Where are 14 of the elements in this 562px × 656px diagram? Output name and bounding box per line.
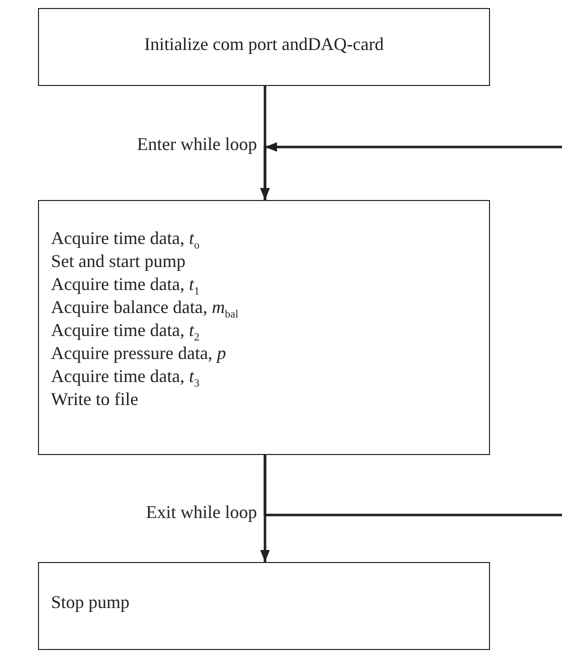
arrow — [260, 142, 562, 200]
step-text: Acquire time data, t$_{3}$ — [51, 365, 200, 388]
process-box — [38, 562, 490, 650]
step-text: Acquire time data, t$_{2}$ — [51, 319, 200, 342]
step-text: Set and start pump — [51, 250, 186, 273]
step-text: Write to file — [51, 388, 138, 411]
step-text: Stop pump — [51, 591, 130, 614]
step-text: Acquire balance data, m$_{bal}$ — [51, 296, 238, 319]
step-text: Initialize com port andDAQ-card — [144, 33, 384, 56]
step-text: Acquire pressure data, p — [51, 342, 226, 365]
process-box — [38, 8, 490, 86]
step-text: Acquire time data, t$_{o}$ — [51, 227, 200, 250]
process-box — [38, 200, 490, 455]
step-text: Acquire time data, t$_{1}$ — [51, 273, 200, 296]
